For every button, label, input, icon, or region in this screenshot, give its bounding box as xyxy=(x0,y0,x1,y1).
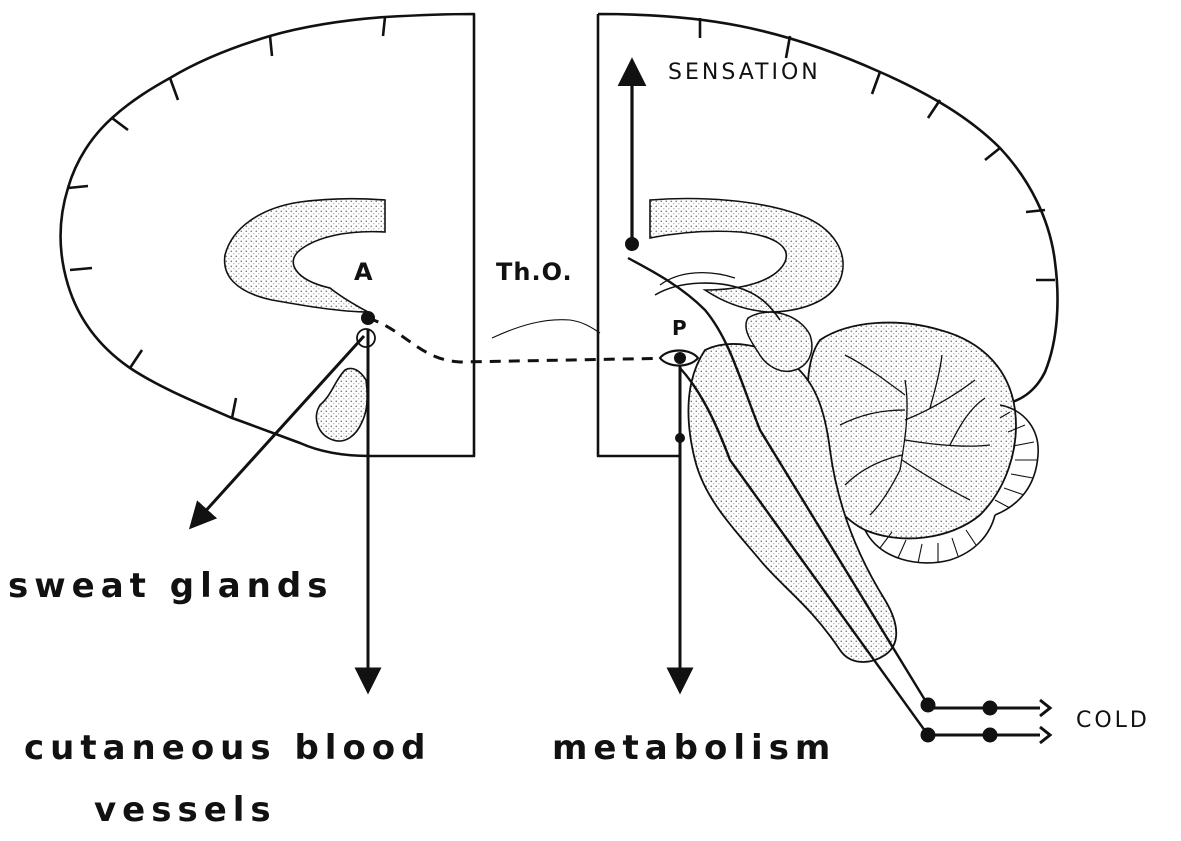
thermode-label: Th.O. xyxy=(496,258,573,286)
left-sulcus xyxy=(68,186,88,188)
thermode-probe xyxy=(492,320,600,338)
cold-label: COLD xyxy=(1076,708,1150,733)
cold-receptors xyxy=(922,699,1050,743)
left-sulcus xyxy=(270,36,272,56)
node-a-ring xyxy=(357,329,375,347)
node-a-dot xyxy=(361,311,375,325)
metabolism-synapse xyxy=(675,433,685,443)
left-sulcus xyxy=(130,350,142,368)
right-sulcus xyxy=(786,36,790,58)
cutaneous-blood-label: cutaneous blood xyxy=(24,728,432,768)
left-sulcus xyxy=(70,268,92,270)
sweat-glands-label: sweat glands xyxy=(8,566,333,606)
node-p-dot xyxy=(674,352,686,364)
right-sulcus xyxy=(872,72,880,94)
metabolism-label: metabolism xyxy=(552,728,836,768)
right-corpus-callosum xyxy=(650,199,843,312)
sensation-label: SENSATION xyxy=(668,60,821,85)
node-a-label: A xyxy=(354,258,373,286)
right-sulcus xyxy=(928,100,940,118)
left-sulcus xyxy=(112,118,128,130)
sensation-synapse xyxy=(625,237,639,251)
left-corpus-callosum xyxy=(225,199,385,312)
left-sulcus xyxy=(232,398,236,418)
left-sulcus xyxy=(170,78,178,100)
node-p-label: P xyxy=(672,316,687,340)
vessels-label: vessels xyxy=(94,790,277,830)
right-sulcus xyxy=(985,148,1000,160)
dashed-connection-a-to-p xyxy=(368,318,680,362)
left-sulcus xyxy=(383,17,385,36)
